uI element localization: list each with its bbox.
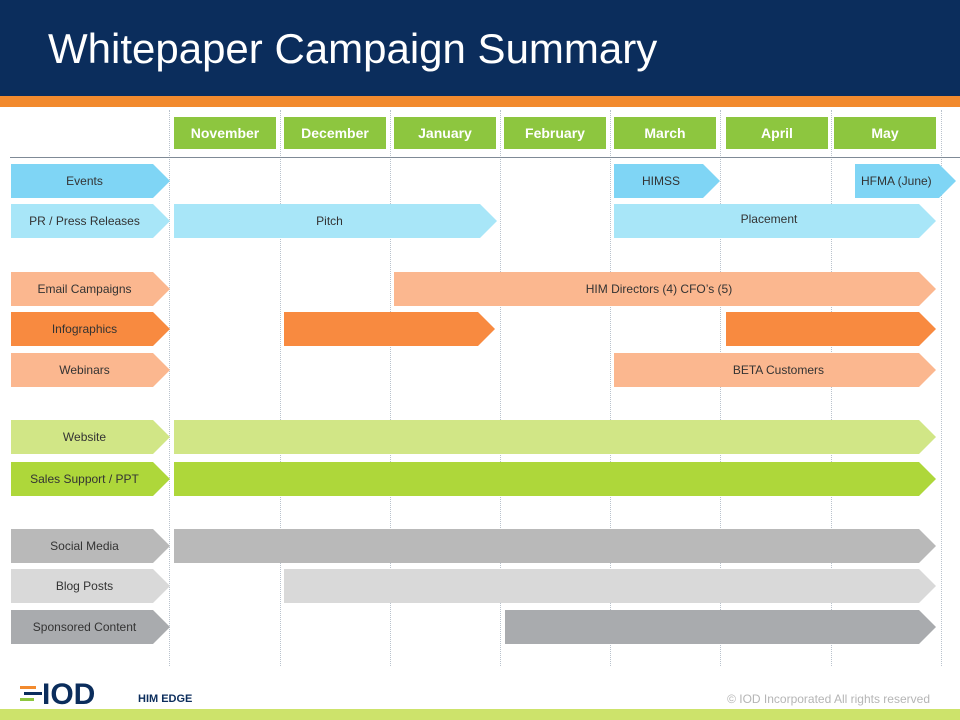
row-label-webinars: Webinars: [11, 353, 170, 387]
row-label-text: Events: [66, 174, 103, 188]
row-label-text: Infographics: [51, 322, 118, 336]
grid-line: [941, 110, 942, 666]
timeline-bar-social-media: [174, 529, 936, 563]
timeline-bar-events-himss: HIMSS: [614, 164, 720, 198]
row-label-blog-posts: Blog Posts: [11, 569, 170, 603]
row-label-text: Email Campaigns: [37, 282, 132, 296]
row-label-email-campaigns: Email Campaigns: [11, 272, 170, 306]
row-label-infographics: Infographics: [11, 312, 170, 346]
page-title: Whitepaper Campaign Summary: [48, 25, 658, 72]
timeline-bar-label: Pitch: [316, 214, 343, 228]
grid-line: [500, 110, 501, 666]
timeline-bar-infographics: [284, 312, 495, 346]
row-label-sales-support-ppt: Sales Support / PPT: [11, 462, 170, 496]
iod-logo: IOD HIM EDGE: [20, 678, 192, 708]
row-label-events: Events: [11, 164, 170, 198]
month-header-divider: [10, 157, 960, 158]
timeline-bar-sponsored-content: [505, 610, 936, 644]
timeline-bar-sales-support-ppt: [174, 462, 936, 496]
month-header-may: May: [834, 117, 936, 149]
copyright-text: © IOD Incorporated All rights reserved: [727, 692, 930, 706]
row-label-sponsored-content: Sponsored Content: [11, 610, 170, 644]
row-label-text: Website: [62, 430, 107, 444]
row-label-text: Sponsored Content: [32, 620, 137, 634]
month-header-december: December: [284, 117, 386, 149]
row-label-pr-press-releases: PR / Press Releases: [11, 204, 170, 238]
row-label-text: PR / Press Releases: [29, 214, 140, 228]
timeline-bar-pr-press-releases-placement: Placement: [614, 204, 936, 238]
row-label-social-media: Social Media: [11, 529, 170, 563]
accent-stripe: [0, 96, 960, 107]
grid-line: [720, 110, 721, 666]
timeline-bar-label: HIM Directors (4) CFO’s (5): [585, 282, 733, 296]
timeline-bar-label: Placement: [740, 212, 798, 226]
timeline-bar-website: [174, 420, 936, 454]
row-label-website: Website: [11, 420, 170, 454]
timeline-bar-label: HFMA (June): [861, 174, 932, 188]
row-label-text: Webinars: [59, 363, 110, 377]
timeline-bar-blog-posts: [284, 569, 936, 603]
month-header-november: November: [174, 117, 276, 149]
footer-stripe: [0, 709, 960, 720]
timeline-bar-events-hfma-june: HFMA (June): [855, 164, 956, 198]
timeline-bar-infographics: [726, 312, 936, 346]
month-header-april: April: [726, 117, 828, 149]
month-header-february: February: [504, 117, 606, 149]
timeline-bar-label: HIMSS: [641, 174, 680, 188]
row-label-text: Sales Support / PPT: [30, 472, 139, 486]
timeline-bar-email-campaigns-him-directors-4-cfo-s-5: HIM Directors (4) CFO’s (5): [394, 272, 936, 306]
timeline-bar-webinars-beta-customers: BETA Customers: [614, 353, 936, 387]
timeline-bar-pr-press-releases-pitch: Pitch: [174, 204, 497, 238]
logo-wordmark: IOD: [42, 678, 95, 708]
row-label-text: Social Media: [50, 539, 119, 553]
logo-subtext: HIM EDGE: [138, 693, 192, 705]
month-header-march: March: [614, 117, 716, 149]
month-header-january: January: [394, 117, 496, 149]
row-label-text: Blog Posts: [55, 579, 114, 593]
grid-line: [390, 110, 391, 666]
grid-line: [610, 110, 611, 666]
grid-line: [831, 110, 832, 666]
grid-line: [280, 110, 281, 666]
title-banner: Whitepaper Campaign Summary: [0, 0, 960, 96]
grid-line: [169, 110, 170, 666]
timeline-bar-label: BETA Customers: [732, 363, 824, 377]
